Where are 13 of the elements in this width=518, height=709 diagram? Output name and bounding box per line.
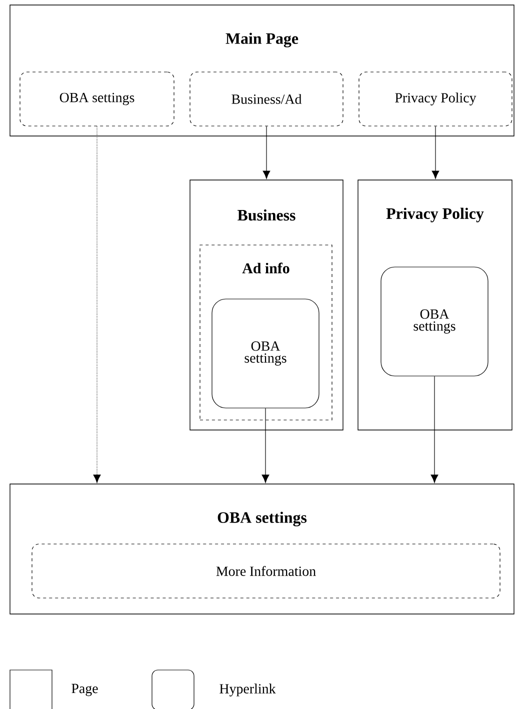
hyperlink-box: Privacy Policy [358, 72, 512, 126]
hyperlink-box: Business/Ad [190, 72, 344, 126]
arrow [432, 126, 440, 179]
legend-label: Hyperlink [220, 684, 276, 696]
arrow [93, 126, 101, 483]
hyperlink-box: OBA settings [212, 298, 320, 408]
hyperlink-box: OBA settings [20, 72, 174, 126]
arrow [262, 408, 270, 483]
legend-label: Page [72, 684, 98, 696]
arrow [430, 376, 438, 483]
hyperlink-box: OBA settings [380, 266, 488, 376]
hyperlink-box: More Information [32, 544, 500, 598]
arrow [262, 126, 270, 179]
